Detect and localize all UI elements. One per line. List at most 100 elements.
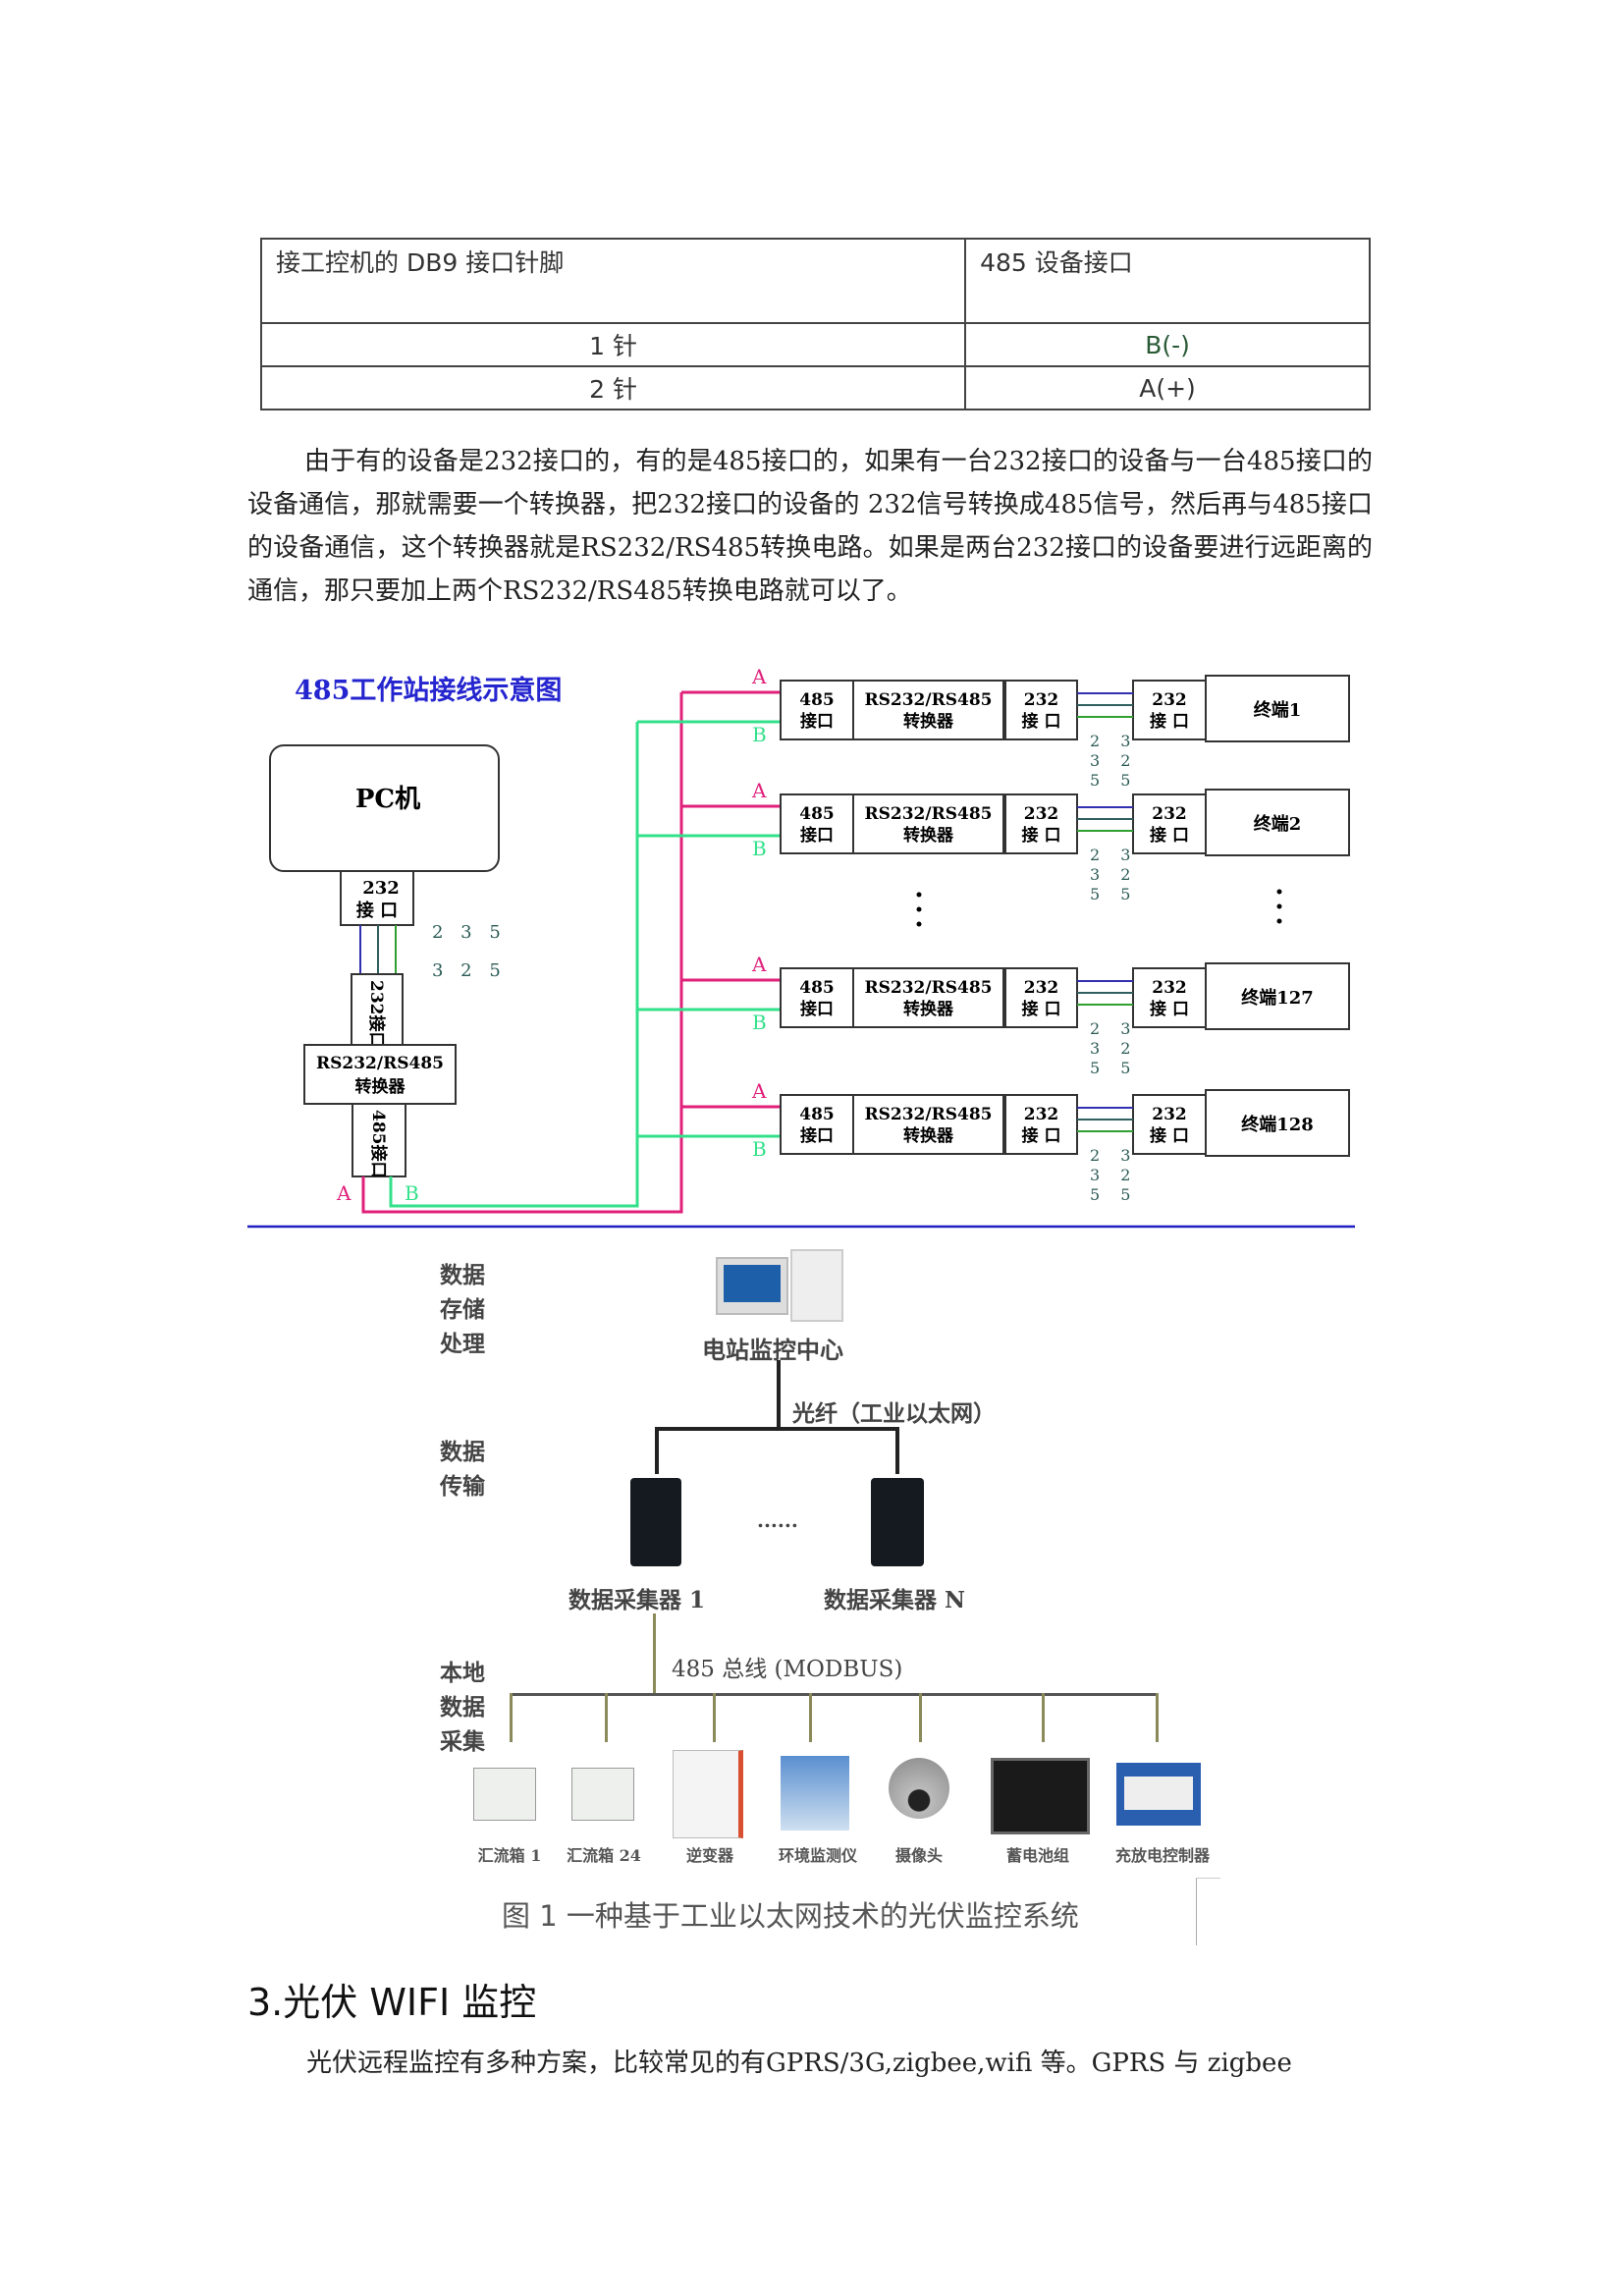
device-label: 蓄电池组 xyxy=(1005,1846,1070,1865)
box-label: 232 xyxy=(1024,690,1059,710)
combiner-box-icon xyxy=(473,1768,536,1821)
line-a-label: A xyxy=(751,1079,767,1103)
collector-label: 数据采集器 1 xyxy=(568,1587,706,1613)
box-label: 接口 xyxy=(800,999,834,1019)
layer-label: 处理 xyxy=(440,1331,485,1357)
ellipsis: ...... xyxy=(757,1508,798,1532)
terminal-232-port xyxy=(1132,793,1207,854)
pin-numbers: 3 2 xyxy=(1090,751,1138,770)
bus-drop-line xyxy=(809,1693,812,1742)
port-label: 485接口 xyxy=(368,1110,389,1178)
layer-label: 传输 xyxy=(440,1473,485,1500)
pc-232-port xyxy=(340,870,414,926)
box-label: 232 xyxy=(1152,804,1187,824)
environment-monitor-icon xyxy=(781,1756,849,1831)
pin-numbers: 2 3 xyxy=(1090,732,1138,750)
fiber-line xyxy=(655,1427,899,1431)
line-a-label: A xyxy=(751,953,767,976)
pin-numbers: 2 3 5 xyxy=(432,922,507,943)
port-232-box xyxy=(1004,793,1078,854)
diagram-title: 485工作站接线示意图 xyxy=(295,675,562,706)
bus-line-a xyxy=(361,692,683,1214)
box-label: 转换器 xyxy=(903,825,954,846)
device-label: 摄像头 xyxy=(894,1846,944,1865)
port-232-box xyxy=(1004,1094,1078,1155)
converter-485-port xyxy=(352,1103,406,1177)
computer-monitor-icon xyxy=(716,1257,788,1315)
bus-drop-line xyxy=(919,1693,922,1742)
bus-line-b xyxy=(389,722,639,1208)
converter-box xyxy=(852,1094,1004,1155)
pin-numbers: 5 5 xyxy=(1090,1059,1138,1077)
pin-numbers: 3 2 xyxy=(1090,865,1138,884)
box-label: 转换器 xyxy=(903,999,954,1019)
box-label: 接口 xyxy=(800,711,834,732)
box-label: RS232/RS485 xyxy=(865,978,993,998)
box-label: 232 xyxy=(1152,978,1187,998)
layer-label: 采集 xyxy=(440,1728,485,1755)
paragraph-converter: 由于有的设备是232接口的，有的是485接口的，如果有一台232接口的设备与一台… xyxy=(247,447,1373,606)
converter-box xyxy=(852,680,1004,740)
layer-label: 存储 xyxy=(440,1296,485,1323)
box-label: 485 xyxy=(799,690,835,710)
pin-numbers: 2 3 xyxy=(1090,1019,1138,1038)
device-label: 环境监测仪 xyxy=(778,1846,858,1865)
line-b-label: B xyxy=(752,837,767,860)
box-label: 485 xyxy=(799,1105,835,1124)
fiber-line xyxy=(777,1360,781,1431)
bus-drop-line xyxy=(510,1693,513,1742)
converter-label: 转换器 xyxy=(355,1076,406,1097)
table-cell: 2 针 xyxy=(259,365,967,410)
bus-drop-line xyxy=(605,1693,608,1742)
terminal-box xyxy=(1205,962,1350,1030)
box-label: 接口 xyxy=(800,1125,834,1146)
charge-controller-icon xyxy=(1116,1763,1201,1826)
pin-numbers: 5 5 xyxy=(1090,885,1138,903)
box-label: RS232/RS485 xyxy=(865,1105,993,1124)
battery-bank-icon xyxy=(991,1758,1090,1834)
scan-artifact xyxy=(1196,1878,1220,1945)
pin-numbers: 3 2 xyxy=(1090,1039,1138,1058)
pin-numbers: 5 5 xyxy=(1090,771,1138,790)
pin-mapping-table: 接工控机的 DB9 接口针脚 485 设备接口 1 针 B(-) 2 针 A(+… xyxy=(259,238,1371,410)
line-b-label: B xyxy=(752,1011,767,1034)
box-label: 接 口 xyxy=(1022,711,1061,732)
data-collector-icon xyxy=(630,1478,681,1566)
computer-tower-icon xyxy=(790,1249,843,1322)
bus-line xyxy=(653,1613,656,1696)
port-485-box xyxy=(780,680,854,740)
box-label: 485 xyxy=(799,804,835,824)
bus-line xyxy=(510,1693,1158,1696)
port-label: 232 xyxy=(362,878,400,899)
box-label: 接 口 xyxy=(1150,999,1189,1019)
terminal-label: 终端127 xyxy=(1241,987,1314,1009)
terminal-label: 终端2 xyxy=(1254,813,1302,835)
box-label: 485 xyxy=(799,978,835,998)
ellipsis-dots xyxy=(916,889,1282,927)
rs485-wiring-diagram: 485工作站接线示意图 PC机 232 接 口 2 3 5 3 2 5 232接… xyxy=(247,665,1355,1229)
bus-drop-line xyxy=(1042,1693,1045,1742)
fiber-line xyxy=(655,1427,659,1474)
converter-label: RS232/RS485 xyxy=(316,1054,444,1073)
bus-label: 485 总线 (MODBUS) xyxy=(672,1657,903,1682)
terminal-box xyxy=(1205,1089,1350,1157)
box-label: 接口 xyxy=(800,825,834,846)
pc-label: PC机 xyxy=(355,785,420,814)
box-label: RS232/RS485 xyxy=(865,690,993,710)
port-label: 接 口 xyxy=(356,900,398,921)
converter-232-port xyxy=(351,973,404,1046)
terminal-box xyxy=(1205,789,1350,856)
table-cell: A(+) xyxy=(964,365,1371,410)
device-label: 充放电控制器 xyxy=(1114,1846,1211,1865)
data-collector-icon xyxy=(871,1478,924,1566)
table-cell: B(-) xyxy=(964,322,1371,367)
terminal-label: 终端128 xyxy=(1241,1114,1314,1135)
line-a-label: A xyxy=(751,665,767,688)
box-label: 接 口 xyxy=(1150,711,1189,732)
